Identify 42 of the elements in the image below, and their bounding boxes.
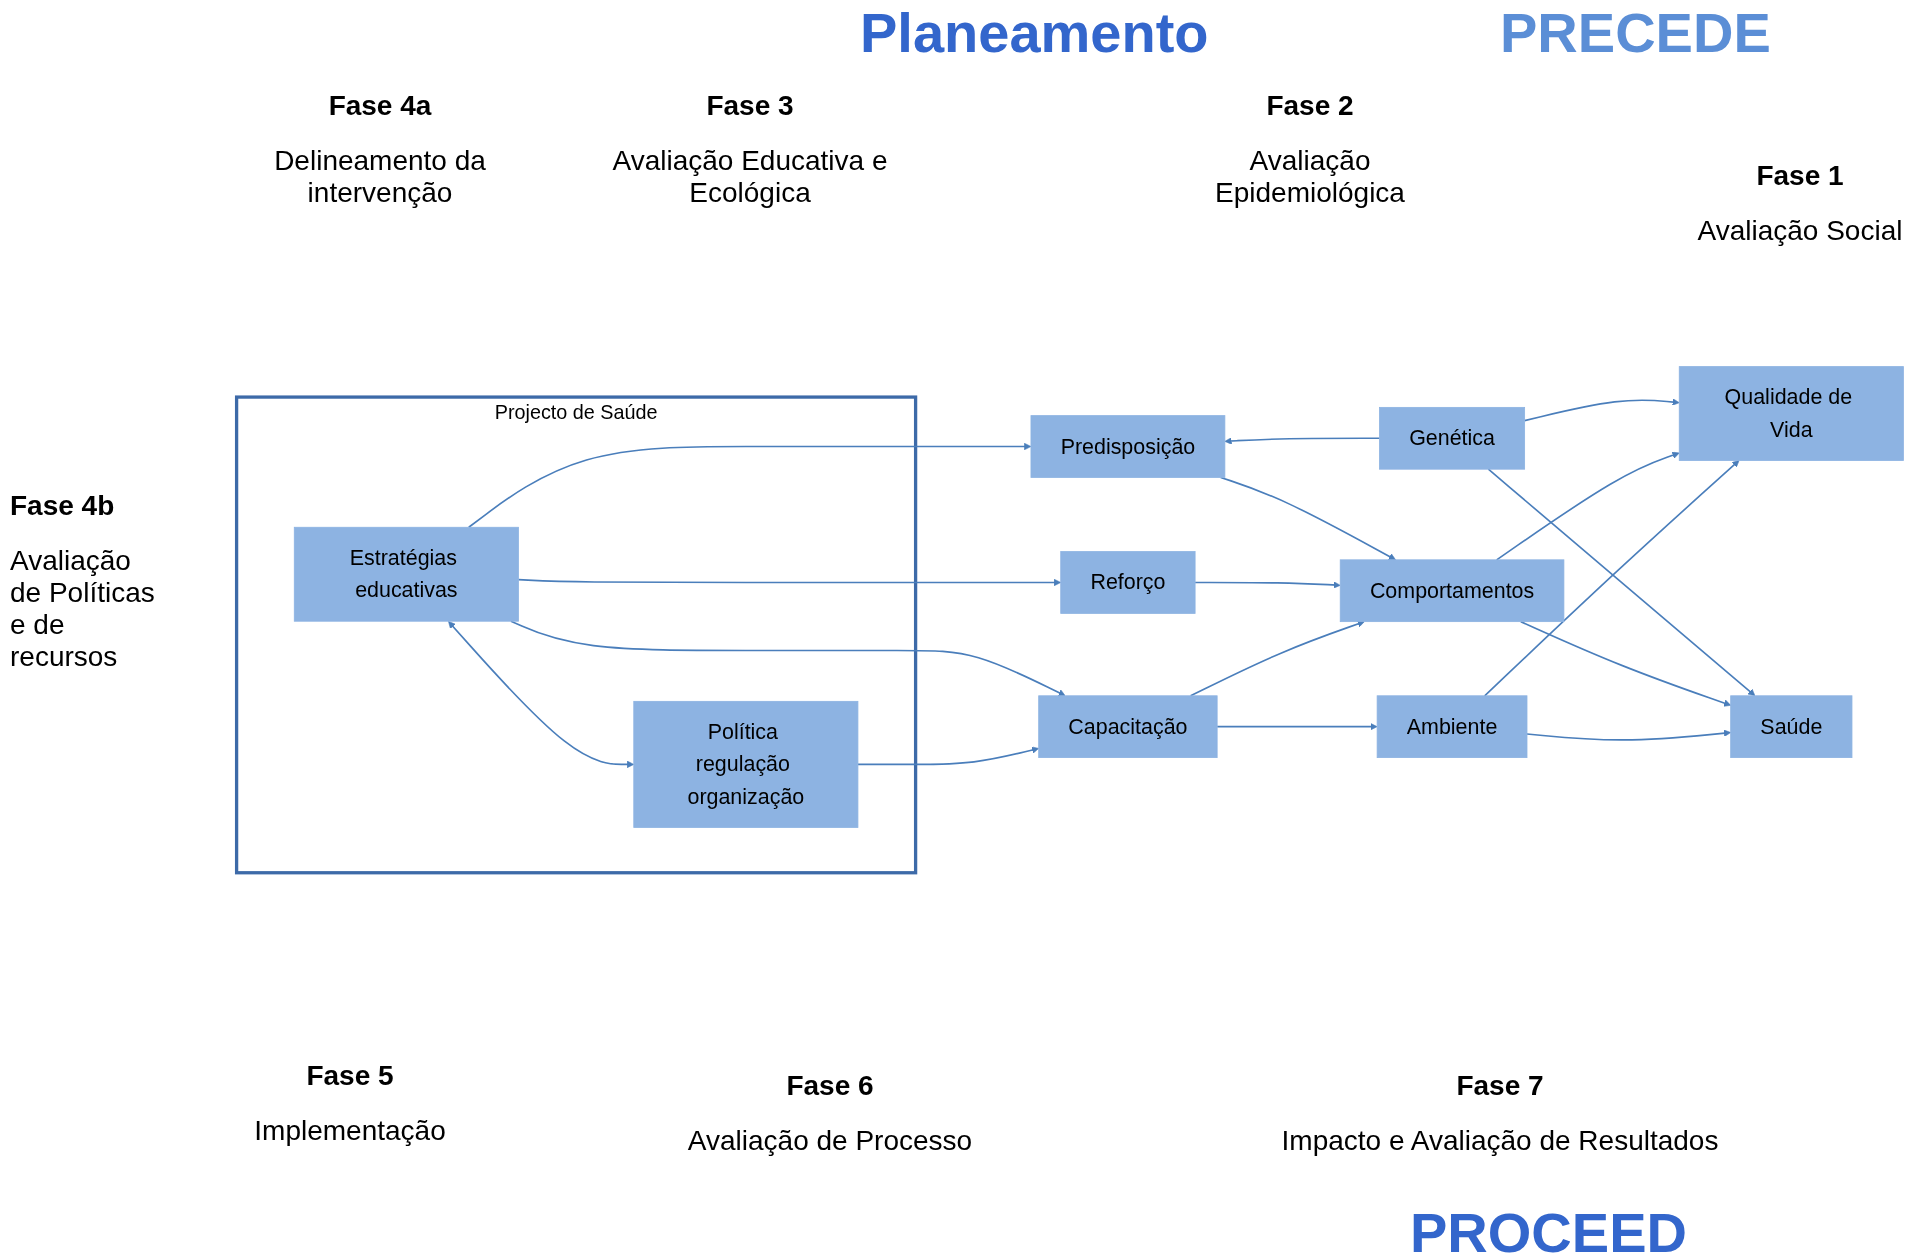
phase-heading: Fase 4b [10,490,116,522]
model-title: PROCEED [1410,1200,1687,1255]
arrow [1495,452,1680,561]
node-box: Capacitação [1038,695,1218,759]
arrow [1224,437,1381,445]
phase-heading: Fase 6 [785,1070,875,1102]
arrow [857,746,1040,766]
phase-description: Delineamento da intervenção [273,145,487,209]
planning-title: Planeamento [860,0,1209,65]
node-box: Política regulação organização [633,701,859,829]
arrow [510,620,1066,697]
phase-heading: Fase 7 [1455,1070,1545,1102]
node-box: Reforço [1060,551,1196,615]
phase-heading: Fase 2 [1265,90,1355,122]
node-box: Estratégias educativas [293,527,519,622]
arrow [467,443,1032,529]
model-title: PRECEDE [1500,0,1771,65]
phase-heading: Fase 5 [305,1060,395,1092]
phase-description: Implementação [253,1115,447,1147]
phase-heading: Fase 1 [1755,160,1845,192]
node-box: Genética [1379,407,1525,470]
arrow [1194,581,1341,589]
node-box: Saúde [1730,695,1853,759]
phase-heading: Fase 4a [327,90,433,122]
phase-description: Avaliação Social [1696,215,1904,247]
phase-description: Avaliação de Políticas e de recursos [10,545,156,673]
arrow [1519,621,1731,707]
node-box: Comportamentos [1339,559,1565,623]
arrow [1523,398,1680,422]
node-box: Qualidade de Vida [1678,366,1904,462]
phase-description: Impacto e Avaliação de Resultados [1280,1125,1720,1157]
phase-heading: Fase 3 [705,90,795,122]
phase-description: Avaliação Educativa e Ecológica [611,145,889,209]
arrow [1189,620,1365,697]
node-box: Ambiente [1376,695,1528,759]
arrow [1526,729,1731,742]
phase-description: Avaliação de Processo [686,1125,974,1157]
arrow [448,621,635,769]
node-box: Predisposição [1030,415,1226,479]
arrow [517,579,1062,587]
arrow [1216,723,1378,731]
phase-description: Avaliação Epidemiológica [1214,145,1406,209]
